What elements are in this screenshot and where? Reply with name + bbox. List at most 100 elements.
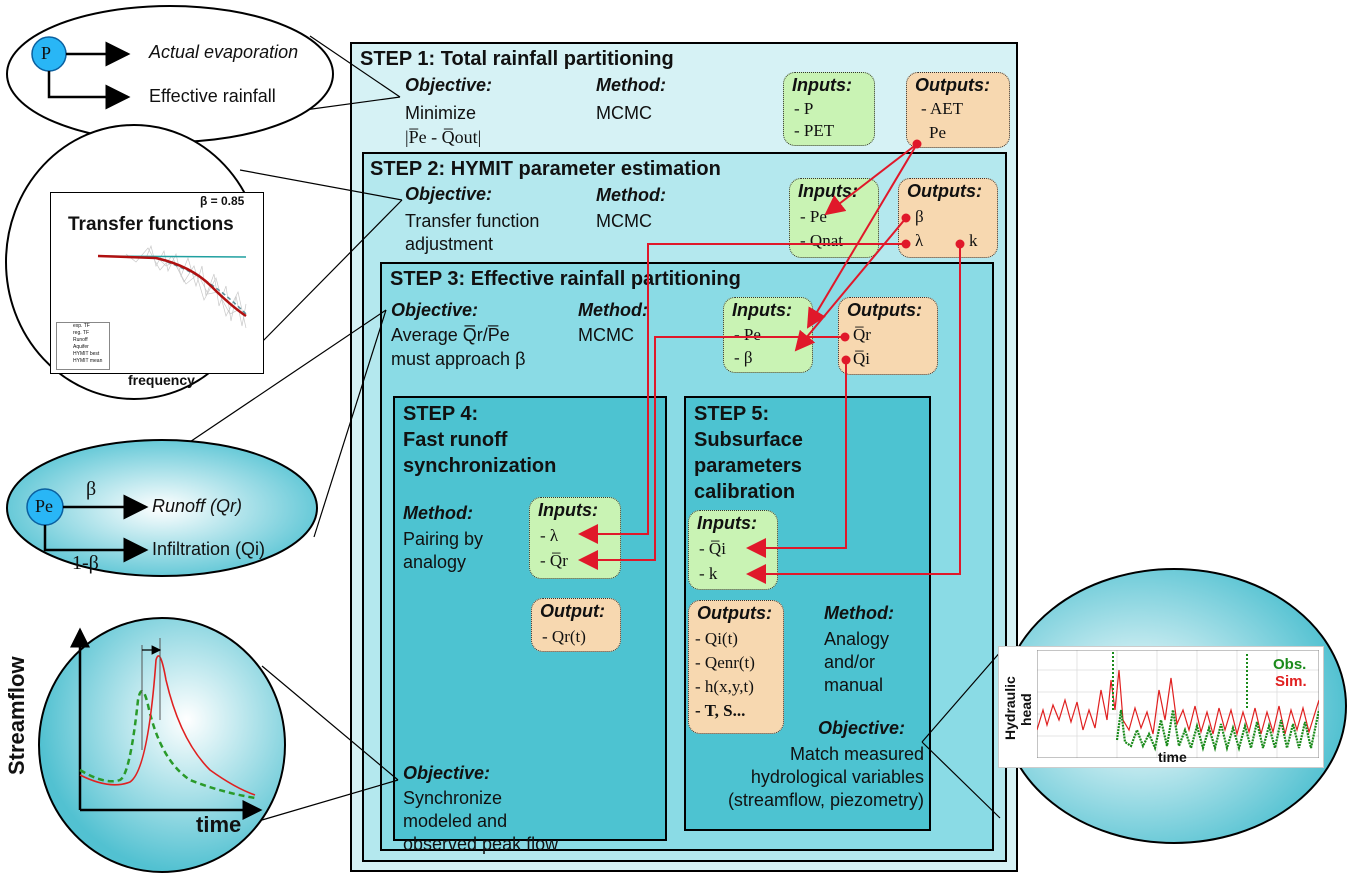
step1-input-item: - P <box>794 99 814 118</box>
callout-pe-one-minus-beta: 1-β <box>72 552 99 574</box>
step4-method-line2: analogy <box>403 552 467 572</box>
callout-head-plot <box>1037 650 1319 758</box>
callout-head-sim: Sim. <box>1275 673 1307 690</box>
callout-p-branch1: Actual evaporation <box>149 42 299 62</box>
step5-output-item: - h(x,y,t) <box>695 677 754 696</box>
step4-method-line1: Pairing by <box>403 529 484 549</box>
step4-objective-line: Synchronize <box>403 788 503 808</box>
callout-tf-beta: β = 0.85 <box>200 194 245 208</box>
step2-output-item: β <box>915 207 924 226</box>
callout-head-ylabel-line1: Hydraulic <box>1002 676 1018 740</box>
step5-method-line: and/or <box>824 652 876 672</box>
step3-outputs-label: Outputs: <box>847 300 922 320</box>
step1-method-value: MCMC <box>596 103 652 123</box>
step4-inputs: Inputs: - λ - Q̅r <box>529 497 621 579</box>
callout-head-ylabel-line2: head <box>1018 693 1034 726</box>
callout-streamflow-xlabel: time <box>196 812 242 837</box>
step5-method-line: Analogy <box>824 629 890 649</box>
step2-method-label: Method: <box>596 185 666 205</box>
step1-inputs-label: Inputs: <box>792 75 852 95</box>
step4-input-item: - λ <box>540 526 559 545</box>
step5-input-item: - k <box>699 564 718 583</box>
step4-objective-label: Objective: <box>403 763 491 783</box>
callout-pe-node: Pe <box>35 496 53 516</box>
step1-inputs: Inputs: - P - PET <box>783 72 875 146</box>
step1-title: STEP 1: Total rainfall partitioning <box>360 48 674 70</box>
step5-output-item: - T, S... <box>695 701 746 720</box>
step5-outputs-label: Outputs: <box>697 603 772 623</box>
callout-p-branch2: Effective rainfall <box>149 86 276 106</box>
step5-output-item: - Qi(t) <box>695 629 738 648</box>
step2-input-item: - Qnat <box>800 231 843 250</box>
step5-inputs: Inputs: - Q̅i - k <box>688 510 778 590</box>
step5-inputs-label: Inputs: <box>697 513 757 533</box>
legend-entry: Aquifer <box>73 344 89 350</box>
step3-output-item: Q̅i <box>853 349 870 368</box>
step5-outputs: Outputs: - Qi(t) - Qenr(t) - h(x,y,t) - … <box>688 600 784 734</box>
step3-method-value: MCMC <box>578 325 634 345</box>
step5-objective-line: (streamflow, piezometry) <box>727 790 924 810</box>
legend-entry: reg. TF <box>73 330 90 336</box>
step1-method-label: Method: <box>596 75 666 95</box>
step5-output-item: - Qenr(t) <box>695 653 755 672</box>
step3-objective-line1: Average Q̅r/P̅e <box>391 325 510 345</box>
callout-pe-branch1: Runoff (Qr) <box>152 496 243 516</box>
step1-objective-line1: Minimize <box>405 103 477 123</box>
step2-method-value: MCMC <box>596 211 652 231</box>
step2-inputs: Inputs: - Pe - Qnat <box>789 178 879 258</box>
step2-title: STEP 2: HYMIT parameter estimation <box>370 158 721 180</box>
step3-objective-line2: must approach β <box>391 349 526 369</box>
step5-method-line: manual <box>824 675 884 695</box>
callout-tf-plot <box>97 244 247 329</box>
callout-tf-title: Transfer functions <box>68 214 234 235</box>
step5-method-label: Method: <box>824 603 894 623</box>
step5-title-line4: calibration <box>694 481 796 503</box>
step4-objective-line: modeled and <box>403 811 508 831</box>
step2-objective-line1: Transfer function <box>405 211 540 231</box>
step3-objective-label: Objective: <box>391 300 479 320</box>
step3-input-item: - β <box>734 348 753 367</box>
step3-inputs-label: Inputs: <box>732 300 792 320</box>
legend-entry: exp. TF <box>73 323 90 329</box>
step2-inputs-label: Inputs: <box>798 181 858 201</box>
step4-title-line1: STEP 4: <box>403 403 479 425</box>
step3-method-label: Method: <box>578 300 648 320</box>
step4-output-label: Output: <box>540 601 605 621</box>
step4-output-item: - Qr(t) <box>542 627 586 646</box>
step3-outputs: Outputs: Q̅r Q̅i <box>838 297 938 375</box>
step3-inputs: Inputs: - Pe - β <box>723 297 813 373</box>
step1-outputs: Outputs: - AET Pe <box>906 72 1010 148</box>
step5-title-line2: Subsurface <box>694 429 803 451</box>
step4-input-item: - Q̅r <box>540 551 568 570</box>
step2-objective-label: Objective: <box>405 184 493 204</box>
step5-title-line3: parameters <box>694 455 802 477</box>
step2-objective-line2: adjustment <box>405 234 494 254</box>
callout-pe-arrows <box>26 488 149 563</box>
step3-output-item: Q̅r <box>853 325 871 344</box>
callout-pe-beta: β <box>86 478 97 500</box>
step2-outputs: Outputs: β λ k <box>898 178 998 258</box>
step2-output-item: k <box>969 231 978 250</box>
callout-p-arrows <box>31 36 131 110</box>
callout-tf-xlabel: frequency <box>128 372 195 388</box>
step4-title-line3: synchronization <box>403 455 557 477</box>
callout-streamflow-ylabel: Streamflow <box>4 656 29 775</box>
step1-output-item: - AET <box>921 99 964 118</box>
callout-tf-legend: exp. TF reg. TF Runoff Aquifer HYMIT bes… <box>56 322 110 370</box>
step1-output-item: Pe <box>929 123 946 142</box>
step2-input-item: - Pe <box>800 207 827 226</box>
step4-objective-line: observed peak flow <box>403 834 559 854</box>
step4-output: Output: - Qr(t) <box>531 598 621 652</box>
step5-title-line1: STEP 5: <box>694 403 770 425</box>
step3-input-item: - Pe <box>734 325 761 344</box>
step5-objective-line: hydrological variables <box>750 767 924 787</box>
step1-input-item: - PET <box>794 121 835 140</box>
step4-inputs-label: Inputs: <box>538 500 598 520</box>
step5-objective-line: Match measured <box>789 744 924 764</box>
step4-title-line2: Fast runoff <box>403 429 508 451</box>
step4-method-label: Method: <box>403 503 473 523</box>
step5-input-item: - Q̅i <box>699 539 726 558</box>
step2-outputs-label: Outputs: <box>907 181 982 201</box>
step1-objective-label: Objective: <box>405 75 493 95</box>
step3-title: STEP 3: Effective rainfall partitioning <box>390 268 741 290</box>
